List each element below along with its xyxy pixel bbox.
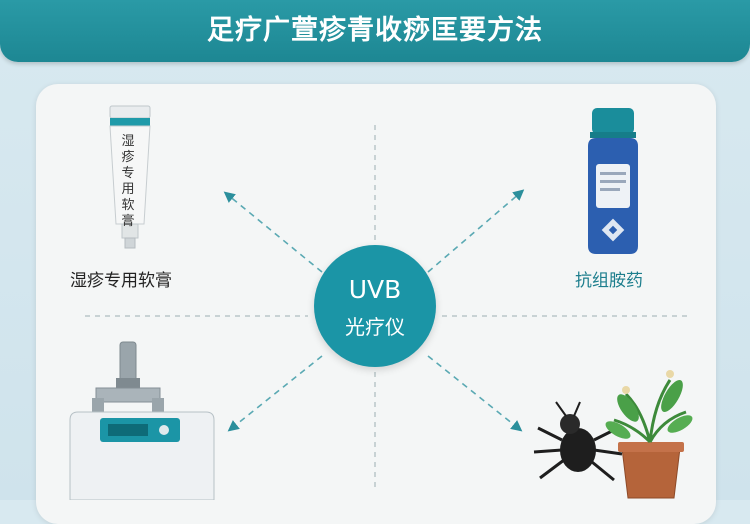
uvb-device-icon <box>69 341 215 500</box>
label-antihistamine: 抗组胺药 <box>575 271 643 291</box>
label-eczema-ointment: 湿疹专用软膏 <box>70 271 172 291</box>
center-title: UVB <box>348 275 402 304</box>
medicine-bottle-icon <box>588 108 638 254</box>
insect-and-plant-icon <box>533 370 693 499</box>
connector-lines <box>85 125 690 490</box>
ointment-tube-icon <box>109 105 151 249</box>
uvb-device-node: UVB 光疗仪 <box>314 245 436 367</box>
center-subtitle: 光疗仪 <box>345 315 405 339</box>
title-banner <box>0 0 750 62</box>
tube-text: 湿疹专用软膏 <box>121 134 135 229</box>
page-title: 足疗广萱疹青收痧匡要方法 <box>207 15 543 46</box>
